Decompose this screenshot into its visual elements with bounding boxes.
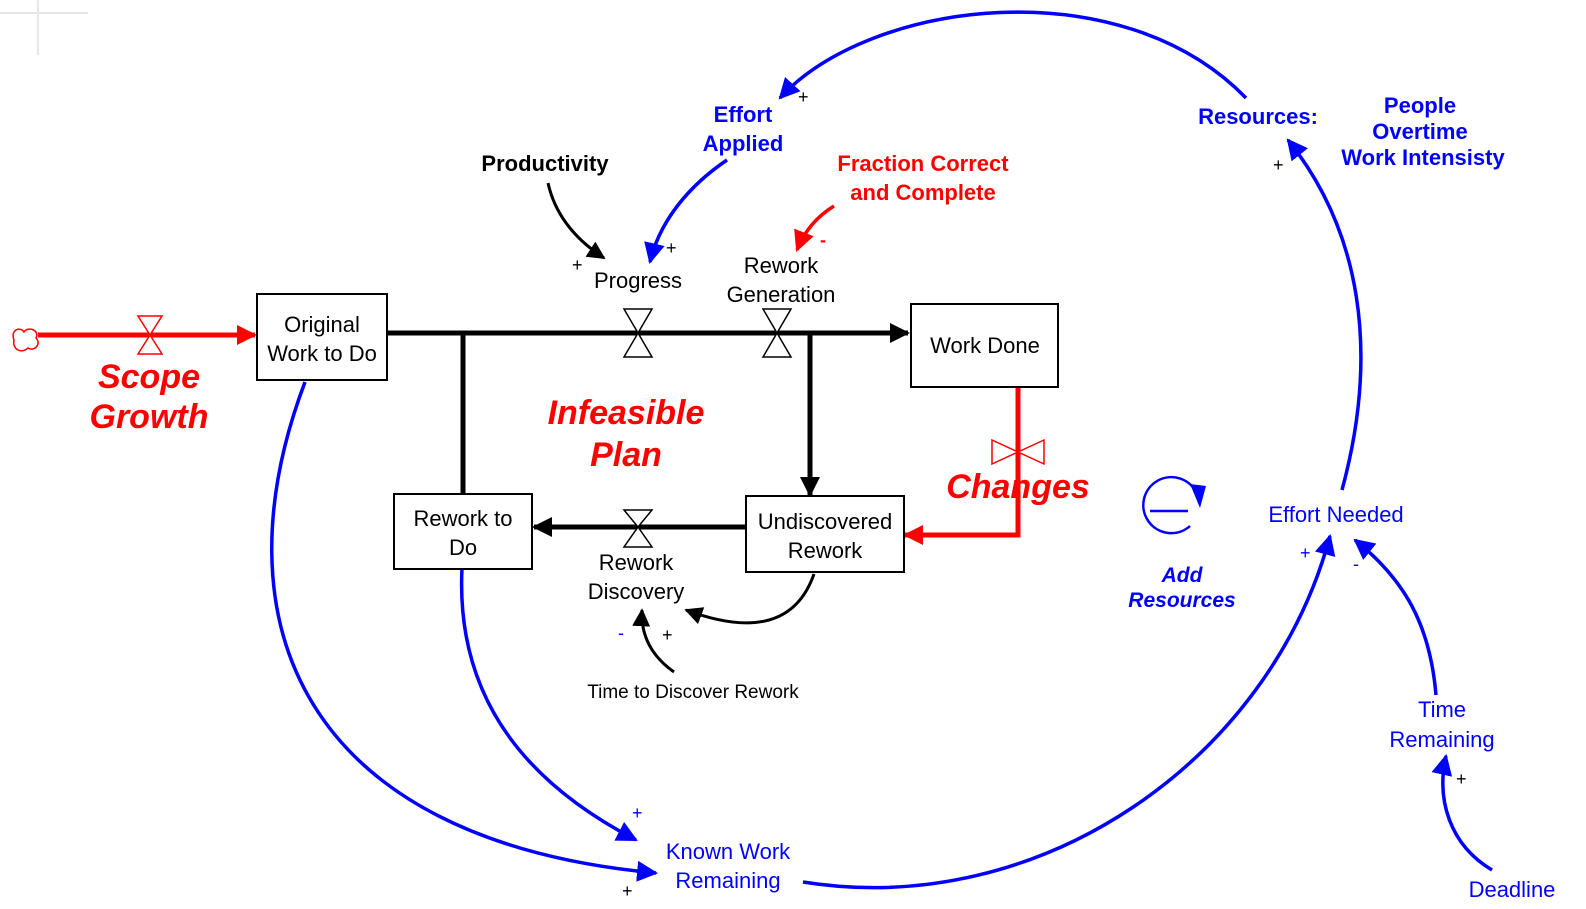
- var-resources-overtime: Overtime: [1372, 119, 1467, 144]
- var-known-work-1: Known Work: [666, 839, 791, 864]
- flow-scope-growth-label-1: Scope: [98, 358, 200, 396]
- sign-rework-generation-minus: -: [820, 230, 826, 250]
- sign-discovery-minus: -: [618, 623, 624, 643]
- stock-original-label-2: Work to Do: [267, 341, 377, 366]
- annotation-infeasible-2: Plan: [590, 436, 662, 474]
- var-time-remaining-1: Time: [1418, 697, 1466, 722]
- sign-effort-needed-minus: -: [1353, 554, 1359, 574]
- stock-undiscovered-label-1: Undiscovered: [758, 509, 893, 534]
- sign-known-work-plus-top: +: [632, 803, 643, 823]
- main-flow-pipes: [388, 323, 910, 537]
- cloud-source-icon: [12, 328, 39, 352]
- stock-original-work: [256, 293, 388, 381]
- flow-rework-generation-label-1: Rework: [744, 253, 820, 278]
- valve-changes-icon: [991, 438, 1045, 466]
- stock-rework-to-do: [393, 493, 533, 570]
- stock-work-done-label: Work Done: [930, 333, 1040, 358]
- valve-progress-icon: [622, 308, 654, 358]
- balancing-loop-icon: [1142, 475, 1206, 535]
- flow-changes-label: Changes: [946, 468, 1090, 506]
- stock-rework-label-1: Rework to: [413, 506, 512, 531]
- flow-progress-label: Progress: [594, 268, 682, 293]
- var-effort-applied-1: Effort: [714, 102, 773, 127]
- var-fraction-correct-2: and Complete: [850, 180, 995, 205]
- blue-causal-links: [270, 10, 1493, 890]
- flow-rework-discovery-label-2: Discovery: [588, 579, 685, 604]
- sign-progress-productivity-plus: +: [572, 255, 583, 275]
- sign-progress-effort-plus: +: [666, 238, 677, 258]
- valve-scope-growth-icon: [136, 315, 164, 355]
- var-effort-applied-2: Applied: [703, 131, 784, 156]
- valve-rework-discovery-icon: [622, 509, 654, 548]
- var-effort-needed: Effort Needed: [1268, 502, 1403, 527]
- sign-effort-applied-plus: +: [798, 87, 809, 107]
- annotation-add-resources-2: Resources: [1128, 589, 1235, 612]
- sign-time-remaining-plus: +: [1456, 769, 1467, 789]
- black-causal-links: [546, 182, 816, 674]
- flow-rework-generation-label-2: Generation: [727, 282, 836, 307]
- var-resources-people: People: [1384, 93, 1456, 118]
- sign-resources-plus: +: [1273, 155, 1284, 175]
- corner-guide: [0, 0, 88, 55]
- valve-rework-generation-icon: [761, 308, 793, 358]
- var-known-work-2: Remaining: [675, 868, 780, 893]
- flow-scope-growth-label-2: Growth: [90, 398, 209, 436]
- var-fraction-correct-1: Fraction Correct: [837, 151, 1009, 176]
- stock-original-label-1: Original: [284, 312, 360, 337]
- var-time-remaining-2: Remaining: [1389, 727, 1494, 752]
- flow-rework-discovery-label-1: Rework: [599, 550, 675, 575]
- var-resources: Resources:: [1198, 104, 1318, 129]
- sign-effort-needed-plus: +: [1300, 543, 1311, 563]
- sign-discovery-plus: +: [662, 625, 673, 645]
- var-deadline: Deadline: [1469, 877, 1556, 902]
- var-resources-intensity: Work Intensisty: [1341, 145, 1505, 170]
- annotation-infeasible-1: Infeasible: [548, 394, 705, 432]
- var-time-to-discover: Time to Discover Rework: [587, 682, 799, 703]
- annotation-add-resources-1: Add: [1161, 564, 1204, 587]
- sign-known-work-plus-bottom: +: [622, 881, 633, 901]
- stock-work-done: [910, 303, 1059, 388]
- red-flows: [38, 204, 1021, 545]
- stock-undiscovered-label-2: Rework: [788, 538, 864, 563]
- var-productivity: Productivity: [481, 151, 609, 176]
- stock-undiscovered-rework: [745, 495, 905, 573]
- stock-rework-label-2: Do: [449, 535, 477, 560]
